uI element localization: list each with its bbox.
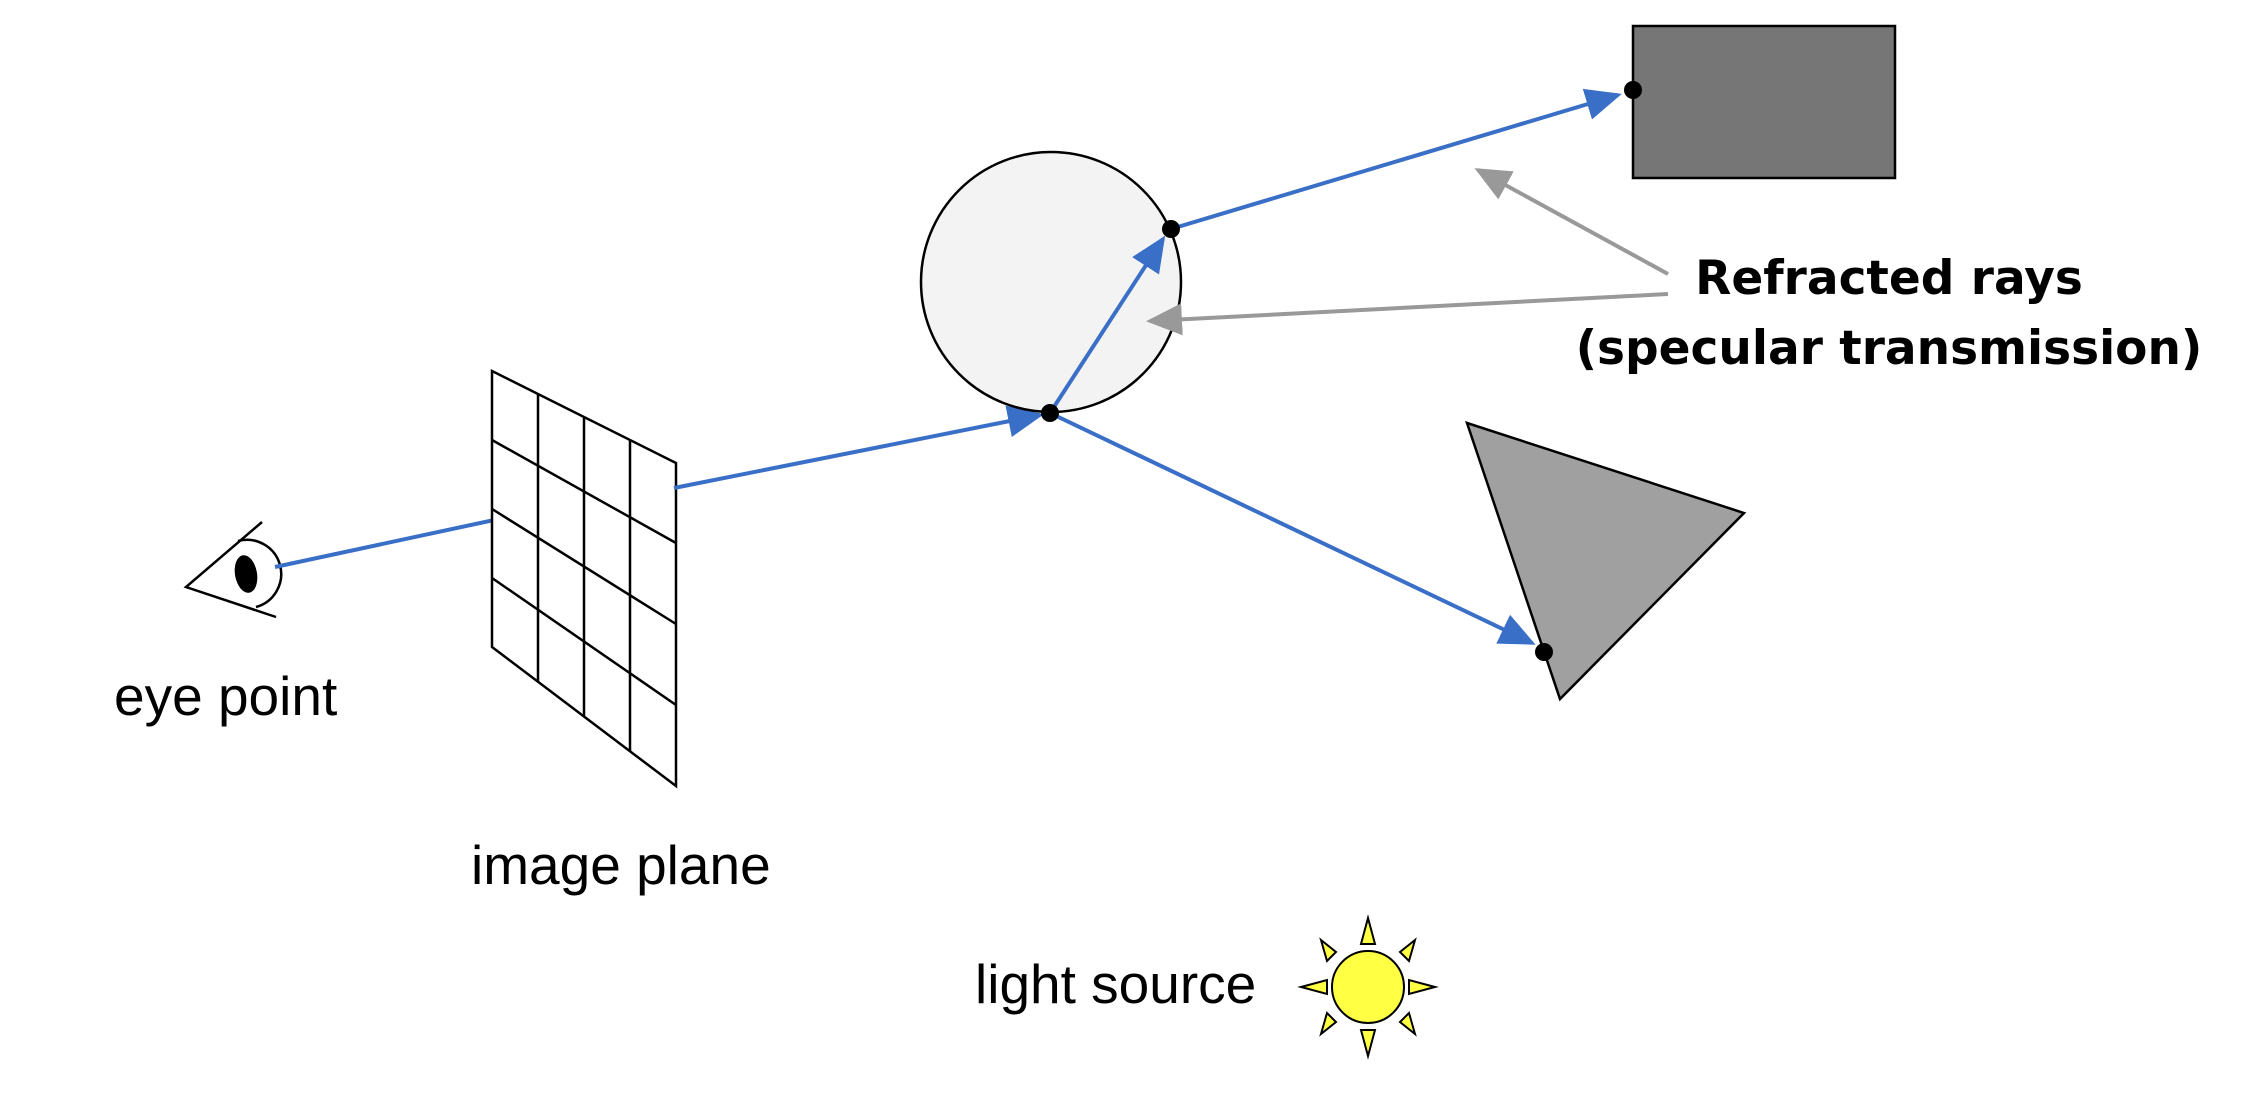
image-plane-grid [490,368,678,789]
sun-icon [1297,914,1439,1060]
dark-rectangle [1631,24,1897,180]
image-plane-label: image plane [471,834,771,896]
intersection-point-sphere-exit [1162,220,1180,238]
eye-point-label: eye point [114,665,337,727]
refracted-ray-to-rectangle [1170,88,1622,231]
intersection-point-sphere-entry [1041,404,1059,422]
intersection-point-triangle [1535,643,1553,661]
annotation-arrow-upper [1474,168,1669,276]
annotation-arrow-lower [1146,292,1669,336]
eye-icon [183,521,283,619]
internal-refracted-ray [1048,235,1166,415]
intersection-point-rectangle [1624,81,1642,99]
refracted-rays-subtitle: (specular transmission) [1576,321,2203,376]
glass-sphere [919,150,1183,414]
primary-ray [673,405,1044,490]
light-source-label: light source [975,953,1256,1015]
gray-triangle [1465,421,1747,702]
reflected-ray-to-triangle [1049,411,1536,645]
refracted-rays-title: Refracted rays [1695,251,2083,306]
